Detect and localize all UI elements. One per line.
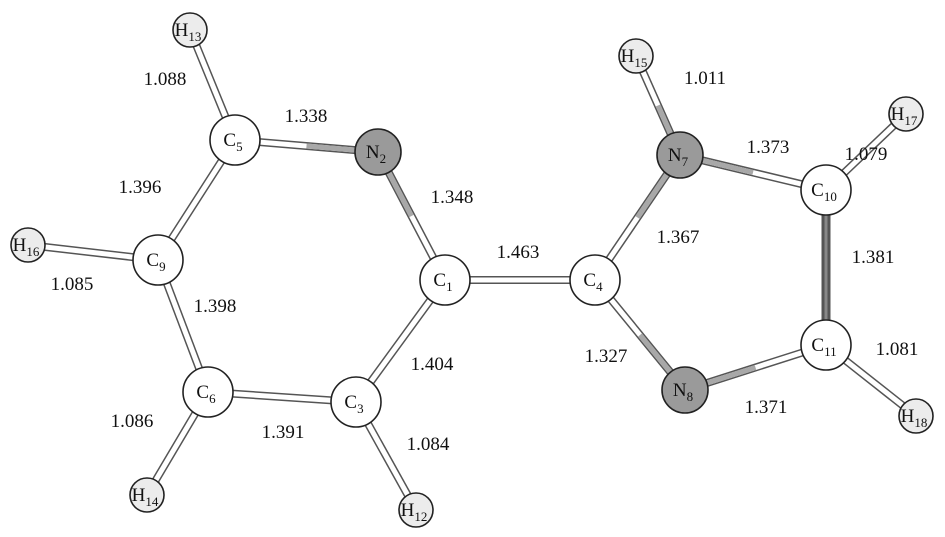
atom-sphere <box>419 254 471 306</box>
atom-label: H15 <box>621 46 648 70</box>
atom-C10: C10 <box>800 164 852 216</box>
atom-sphere <box>656 131 704 179</box>
bond-length-label: 1.396 <box>119 177 162 198</box>
atom-sphere <box>209 114 261 166</box>
bond-length-label: 1.085 <box>51 274 94 295</box>
bond-length-label: 1.011 <box>684 68 726 89</box>
bond-length-label: 1.079 <box>845 144 888 165</box>
atom-label: H18 <box>901 406 928 430</box>
bond-length-label: 1.463 <box>497 242 540 263</box>
bond-length-label: 1.371 <box>745 397 788 418</box>
atom-sphere <box>172 12 208 48</box>
bond-length-label: 1.348 <box>431 187 474 208</box>
atom-sphere <box>129 477 165 513</box>
atom-label: C3 <box>344 392 363 416</box>
atom-H13: H13 <box>172 12 208 48</box>
bond-length-label: 1.086 <box>111 411 154 432</box>
atom-label: C10 <box>811 180 837 204</box>
atom-label: H16 <box>13 235 40 259</box>
atom-N8: N8 <box>661 366 709 414</box>
atom-sphere <box>132 234 184 286</box>
atom-label: C11 <box>811 335 836 359</box>
atom-sphere <box>800 319 852 371</box>
atom-label: N8 <box>673 380 693 404</box>
atom-N7: N7 <box>656 131 704 179</box>
atom-sphere <box>330 376 382 428</box>
atom-sphere <box>354 128 402 176</box>
atom-label: C1 <box>433 270 452 294</box>
atom-H15: H15 <box>618 38 654 74</box>
atom-label: N2 <box>366 142 386 166</box>
bond-length-label: 1.081 <box>876 339 919 360</box>
bond-length-label: 1.088 <box>144 69 187 90</box>
atom-sphere <box>888 96 924 132</box>
atom-label: H14 <box>132 485 159 509</box>
atom-sphere <box>182 366 234 418</box>
atom-C9: C9 <box>132 234 184 286</box>
atom-label: C6 <box>196 382 216 406</box>
atom-H17: H17 <box>888 96 924 132</box>
atom-sphere <box>10 227 46 263</box>
atom-label: C9 <box>146 250 165 274</box>
bond-length-label: 1.084 <box>407 434 450 455</box>
atom-H14: H14 <box>129 477 165 513</box>
atom-C5: C5 <box>209 114 261 166</box>
atom-label: H17 <box>891 104 918 128</box>
atom-sphere <box>569 254 621 306</box>
atom-N2: N2 <box>354 128 402 176</box>
atom-sphere <box>618 38 654 74</box>
atom-C3: C3 <box>330 376 382 428</box>
bond-length-label: 1.338 <box>285 106 328 127</box>
atom-label: C4 <box>583 270 603 294</box>
atom-H12: H12 <box>398 492 434 528</box>
bond-length-label: 1.381 <box>852 247 895 268</box>
atom-H18: H18 <box>898 398 934 434</box>
bond-length-label: 1.398 <box>194 296 237 317</box>
atom-label: H12 <box>401 500 428 524</box>
atom-label: N7 <box>668 145 689 169</box>
atom-sphere <box>898 398 934 434</box>
atom-label: H13 <box>175 20 202 44</box>
atom-C4: C4 <box>569 254 621 306</box>
bond-length-label: 1.404 <box>411 354 454 375</box>
atom-sphere <box>661 366 709 414</box>
atom-H16: H16 <box>10 227 46 263</box>
bond-length-label: 1.391 <box>262 422 305 443</box>
atom-sphere <box>800 164 852 216</box>
atom-C11: C11 <box>800 319 852 371</box>
atom-C1: C1 <box>419 254 471 306</box>
bond-length-label: 1.367 <box>657 227 700 248</box>
atom-C6: C6 <box>182 366 234 418</box>
atom-label: C5 <box>223 130 242 154</box>
bond-length-label: 1.373 <box>747 137 790 158</box>
bond-length-label: 1.327 <box>585 346 628 367</box>
atom-sphere <box>398 492 434 528</box>
